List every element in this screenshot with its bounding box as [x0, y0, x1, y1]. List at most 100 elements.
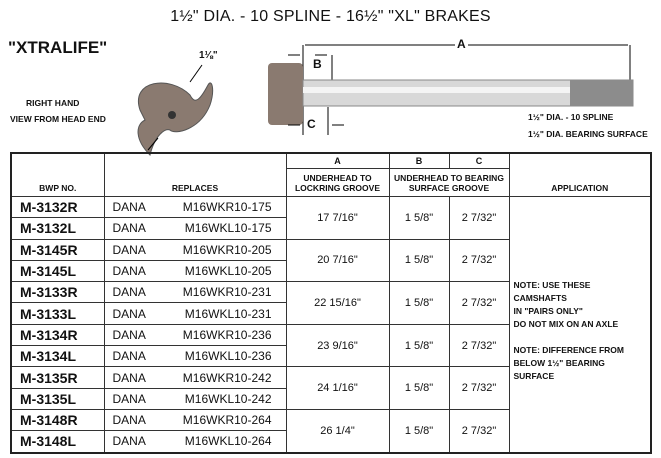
- make: DANA: [112, 264, 146, 279]
- make: DANA: [112, 327, 146, 342]
- application-notes: NOTE: USE THESE CAMSHAFTS IN "PAIRS ONLY"…: [508, 195, 652, 454]
- part-number: M16WKR10-231: [182, 285, 272, 300]
- dim-b: 1 5/8": [388, 323, 450, 368]
- dim-b: 1 5/8": [388, 196, 450, 240]
- note-line: NOTE: USE THESE CAMSHAFTS: [513, 280, 591, 303]
- camshaft-table: BWP NO. REPLACES A B C APPLICATION UNDER…: [10, 152, 652, 454]
- dim-c: 2 7/32": [448, 281, 510, 325]
- replaces-cell: DANA M16WKR10-264: [103, 408, 287, 432]
- replaces-cell: DANA M16WKL10-236: [103, 345, 287, 368]
- bwp-number: M-3134L: [10, 345, 105, 368]
- dim-c: 2 7/32": [448, 366, 510, 410]
- note-line: NOTE: DIFFERENCE FROM: [513, 345, 625, 355]
- replaces-cell: DANA M16WKL10-264: [103, 430, 287, 454]
- bwp-number: M-3148L: [10, 430, 105, 454]
- bwp-number: M-3145R: [10, 238, 105, 261]
- dim-c: 2 7/32": [448, 196, 510, 240]
- note-line: IN "PAIRS ONLY": [513, 306, 583, 316]
- bwp-number: M-3133L: [10, 302, 105, 325]
- table-row: M-3148R DANA M16WKR10-264 26 1/4" 1 5/8" 2…: [10, 408, 651, 454]
- dim-b: 1 5/8": [388, 366, 450, 410]
- table-row: M-3133R DANA M16WKR10-231 22 15/16" 1 5/8"…: [10, 281, 651, 325]
- make: DANA: [112, 200, 146, 215]
- note-line: BELOW 1½" BEARING: [513, 358, 605, 368]
- header-a-desc: UNDERHEAD TO LOCKRING GROOVE: [285, 168, 390, 197]
- part-number: M16WKL10-205: [184, 264, 272, 279]
- bwp-number: M-3135R: [10, 366, 105, 389]
- make: DANA: [112, 370, 146, 385]
- dim-b: 1 5/8": [388, 408, 450, 454]
- dim-c: 2 7/32": [448, 238, 510, 283]
- bwp-number: M-3133R: [10, 281, 105, 304]
- shaft-spec-2: 1½" DIA. BEARING SURFACE: [528, 129, 648, 139]
- bwp-number: M-3135L: [10, 387, 105, 410]
- part-number: M16WKR10-236: [182, 327, 272, 342]
- replaces-cell: DANA M16WKR10-205: [103, 238, 287, 261]
- table-row: M-3133L DANA M16WKL10-231: [10, 302, 651, 325]
- part-number: M16WKR10-264: [182, 413, 272, 428]
- replaces-cell: DANA M16WKL10-231: [103, 302, 287, 325]
- make: DANA: [112, 285, 146, 300]
- part-number: M16WKR10-205: [182, 242, 272, 257]
- note-line: DO NOT MIX ON AN AXLE: [513, 319, 619, 329]
- make: DANA: [112, 391, 146, 406]
- header-bc-desc: UNDERHEAD TO BEARING SURFACE GROOVE: [388, 168, 510, 197]
- replaces-cell: DANA M16WKL10-175: [103, 217, 287, 240]
- dim-a: 24 1/16": [285, 366, 390, 410]
- label-a: A: [455, 37, 468, 51]
- table-row: M-3148L DANA M16WKL10-264: [10, 430, 651, 454]
- dim-a: 17 7/16": [285, 196, 390, 240]
- replaces-cell: DANA M16WKR10-236: [103, 323, 287, 347]
- camshaft-image: [268, 44, 634, 135]
- part-number: M16WKR10-175: [182, 200, 272, 215]
- bwp-number: M-3132R: [10, 195, 105, 219]
- dim-a: 23 9/16": [285, 323, 390, 368]
- replaces-cell: DANA M16WKR10-175: [103, 195, 287, 219]
- make: DANA: [112, 349, 146, 364]
- part-number: M16WKL10-242: [184, 391, 272, 406]
- note-line: SURFACE: [513, 371, 555, 381]
- part-number: M16WKL10-175: [184, 221, 272, 236]
- dim-a: 26 1/4": [285, 408, 390, 454]
- page-title: 1½" DIA. - 10 SPLINE - 16½" "XL" BRAKES: [170, 8, 491, 25]
- cam-dimension: 1⅛": [199, 50, 218, 61]
- part-number: M16WKR10-242: [182, 370, 272, 385]
- bwp-number: M-3134R: [10, 323, 105, 347]
- header-b: B: [388, 152, 450, 169]
- part-number: M16WKL10-231: [184, 306, 272, 321]
- replaces-cell: DANA M16WKR10-242: [103, 366, 287, 389]
- dim-c: 2 7/32": [448, 323, 510, 368]
- part-number: M16WKL10-264: [184, 434, 272, 449]
- dim-b: 1 5/8": [388, 238, 450, 283]
- header-c: C: [448, 152, 510, 169]
- header-replaces: REPLACES: [103, 152, 287, 197]
- make: DANA: [112, 413, 146, 428]
- replaces-cell: DANA M16WKR10-231: [103, 281, 287, 304]
- cam-caption-2: VIEW FROM HEAD END: [10, 114, 106, 124]
- header-application: APPLICATION: [508, 152, 652, 197]
- cam-caption-1: RIGHT HAND: [26, 98, 80, 108]
- table-row: M-3145L DANA M16WKL10-205: [10, 259, 651, 283]
- dim-a: 22 15/16": [285, 281, 390, 325]
- bwp-number: M-3132L: [10, 217, 105, 240]
- label-b: B: [313, 57, 322, 71]
- replaces-cell: DANA M16WKL10-242: [103, 387, 287, 410]
- dim-a: 20 7/16": [285, 238, 390, 283]
- replaces-cell: DANA M16WKL10-205: [103, 259, 287, 283]
- header-a: A: [285, 152, 390, 169]
- make: DANA: [112, 242, 146, 257]
- cam-head-image: [137, 64, 214, 156]
- label-c: C: [307, 117, 316, 131]
- make: DANA: [112, 221, 146, 236]
- make: DANA: [112, 306, 146, 321]
- brand-name: "XTRALIFE": [8, 38, 108, 57]
- part-number: M16WKL10-236: [184, 349, 272, 364]
- dim-b: 1 5/8": [388, 281, 450, 325]
- bwp-number: M-3148R: [10, 408, 105, 432]
- bwp-number: M-3145L: [10, 259, 105, 283]
- shaft-spec-1: 1½" DIA. - 10 SPLINE: [528, 112, 614, 122]
- make: DANA: [112, 434, 146, 449]
- dim-c: 2 7/32": [448, 408, 510, 454]
